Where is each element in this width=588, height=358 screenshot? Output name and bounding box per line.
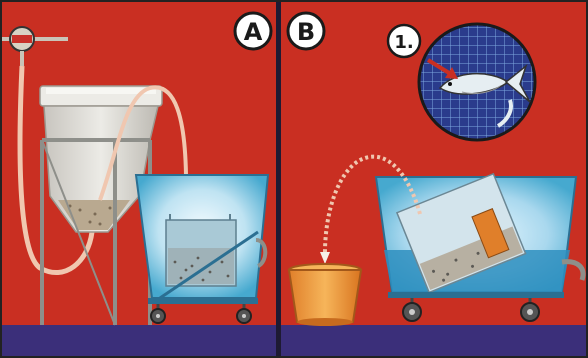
wheel-icon (521, 303, 539, 321)
collection-bucket (289, 264, 361, 326)
panel-divider (276, 0, 281, 358)
step-label: 1. (388, 25, 420, 57)
wheel-icon (403, 303, 421, 321)
floor-band (0, 325, 588, 358)
magnified-inset (419, 24, 535, 140)
cart-frame-a (148, 298, 258, 304)
wheel-icon (151, 309, 165, 323)
panel-letter-b: B (297, 18, 315, 46)
panel-label-b: B (288, 13, 324, 49)
panel-letter-a: A (244, 18, 263, 46)
wheel-icon (237, 309, 251, 323)
panel-label-a: A (235, 13, 271, 49)
step-number: 1. (394, 32, 413, 53)
cart-frame-b (388, 292, 564, 298)
